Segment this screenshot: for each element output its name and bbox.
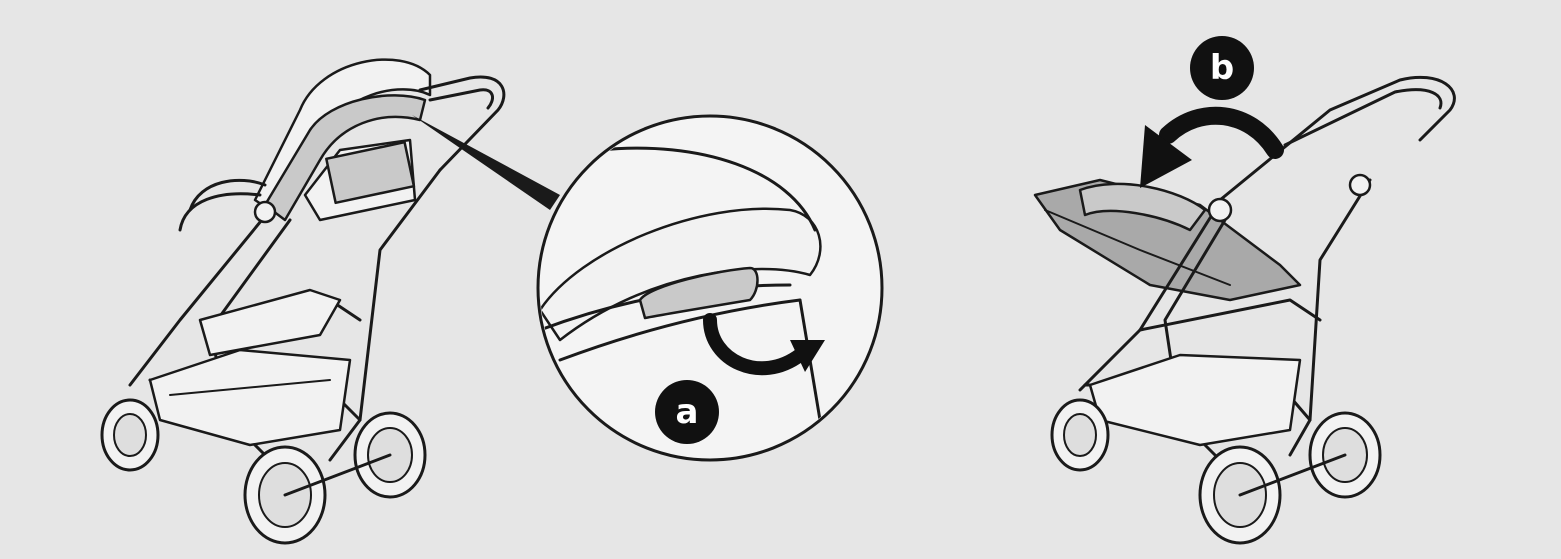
step-b-label: b — [1210, 48, 1234, 88]
wheel-front-right-stroller — [1052, 400, 1108, 470]
stroller-upright-illustration — [102, 60, 560, 543]
stroller-seat-folded-illustration: b — [1035, 36, 1454, 543]
release-button-detail: a — [538, 116, 882, 460]
step-a-label: a — [676, 392, 699, 432]
wheel-front-left — [102, 400, 158, 470]
step-a-badge: a — [655, 380, 719, 444]
step-b-badge: b — [1190, 36, 1254, 100]
rotate-arrow-icon — [1140, 116, 1275, 188]
